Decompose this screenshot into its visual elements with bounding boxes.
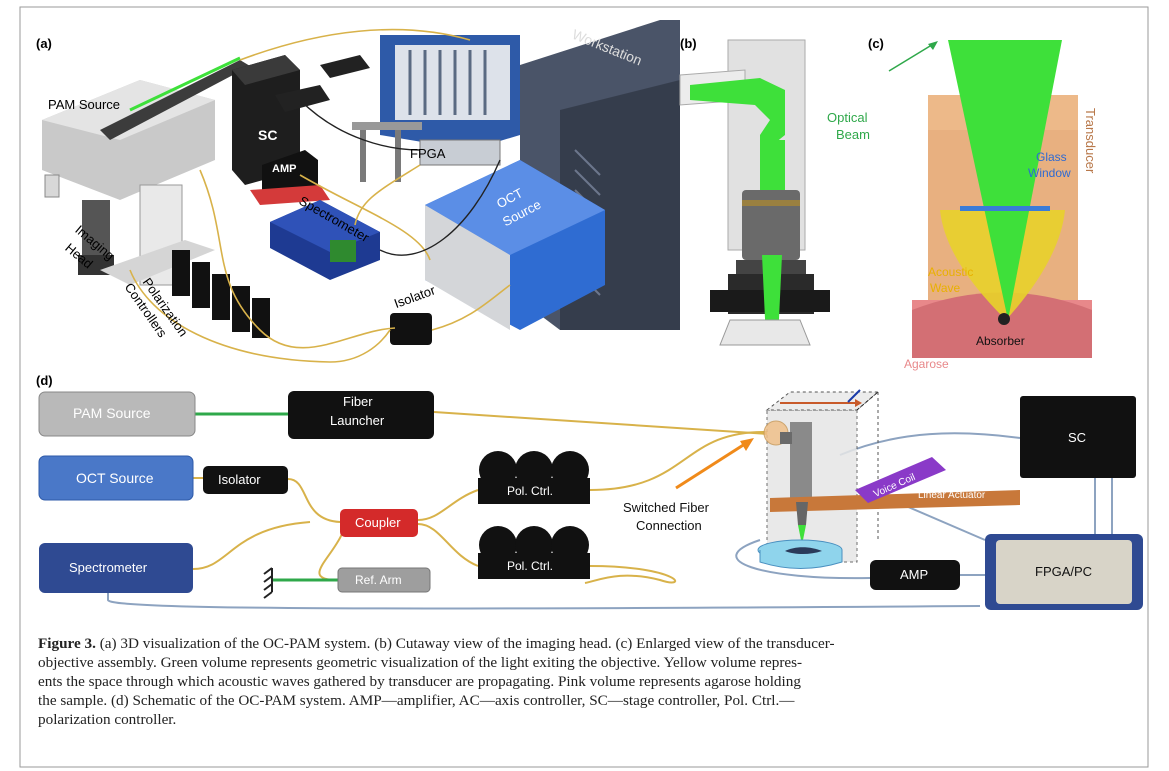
spectrometer-box-label: Spectrometer <box>69 560 148 575</box>
voice-coil-bar <box>855 457 946 503</box>
switched-fiber-label-1: Switched Fiber <box>623 500 709 515</box>
pol-ctrl-top-label: Pol. Ctrl. <box>507 484 554 498</box>
fiber-launcher-label-2: Launcher <box>330 413 385 428</box>
isolator-box <box>203 466 288 494</box>
panel-d-letter: (d) <box>36 373 53 388</box>
glass-window <box>960 206 1050 211</box>
pam-source-box-label: PAM Source <box>73 405 151 421</box>
pol-ctrl-top-box <box>478 451 590 504</box>
isolator-box-label: Isolator <box>218 472 261 487</box>
label-glass-1: Glass <box>1036 150 1067 164</box>
caption-line-1-text: (a) 3D visualization of the OC-PAM syste… <box>95 635 835 652</box>
oct-source-box-label: OCT Source <box>76 470 154 486</box>
absorber-point <box>998 313 1010 325</box>
fiber-launcher-label-1: Fiber <box>343 394 373 409</box>
linear-actuator-bar <box>770 490 1020 512</box>
figure-caption: Figure 3. (a) 3D visualization of the OC… <box>38 634 1138 729</box>
isolator-device-a <box>390 313 432 345</box>
switched-fiber-label-2: Connection <box>636 518 702 533</box>
label-pam-source-a: PAM Source <box>48 97 121 112</box>
panel-b-letter: (b) <box>680 36 697 51</box>
label-absorber: Absorber <box>976 334 1025 348</box>
fpga-pc-box-label: FPGA/PC <box>1035 564 1093 579</box>
spectrometer-box <box>39 543 193 593</box>
fpga-pc-box <box>996 540 1132 604</box>
label-optical-beam-1: Optical <box>827 110 868 125</box>
figure-border <box>19 6 1149 768</box>
panel-d-schematic <box>38 389 1143 610</box>
label-acoustic-2: Wave <box>930 281 961 295</box>
fiber-launcher-box <box>288 391 434 439</box>
sc-box-label: SC <box>1068 430 1087 445</box>
caption-line-1: Figure 3. (a) 3D visualization of the OC… <box>38 634 1138 653</box>
caption-line-2: objective assembly. Green volume represe… <box>38 654 803 671</box>
pam-source-box <box>38 391 196 437</box>
caption-line-4: the sample. (d) Schematic of the OC-PAM … <box>38 692 795 709</box>
amp-box <box>870 560 960 590</box>
label-glass-2: Window <box>1028 166 1071 180</box>
coupler-box <box>340 509 418 537</box>
panel-b-illustration <box>679 39 830 346</box>
label-optical-beam-2: Beam <box>836 127 870 142</box>
panel-a-illustration <box>42 20 680 363</box>
ref-arm-box-label: Ref. Arm <box>355 573 402 587</box>
label-amp-a: AMP <box>272 163 297 175</box>
sc-device <box>232 55 300 185</box>
panel-c-illustration <box>888 40 1092 358</box>
oct-source-box <box>38 455 194 501</box>
panel-c-letter: (c) <box>868 36 884 51</box>
label-sc-a: SC <box>258 127 278 143</box>
caption-line-5: polarization controller. <box>38 711 177 728</box>
sc-box <box>1020 396 1136 478</box>
caption-line-3: ents the space through which acoustic wa… <box>38 673 801 690</box>
label-transducer: Transducer <box>1083 108 1098 174</box>
ref-arm-box <box>337 567 431 593</box>
pol-ctrl-bottom-box <box>478 526 590 579</box>
pol-ctrl-bottom-label: Pol. Ctrl. <box>507 559 554 573</box>
coupler-box-label: Coupler <box>355 515 401 530</box>
linear-actuator-label: Linear Actuator <box>918 490 986 501</box>
label-fpga-a: FPGA <box>410 146 446 161</box>
beam-b <box>690 78 785 155</box>
amp-box-label: AMP <box>900 567 929 582</box>
panel-a-letter: (a) <box>36 36 52 51</box>
objective-lens <box>742 190 800 260</box>
polarization-controllers-device <box>172 250 270 338</box>
label-acoustic-1: Acoustic <box>928 265 974 279</box>
pam-beam-a <box>129 56 241 112</box>
caption-label: Figure 3. <box>38 635 96 652</box>
light-cone <box>948 40 1062 320</box>
label-agarose: Agarose <box>904 357 949 371</box>
